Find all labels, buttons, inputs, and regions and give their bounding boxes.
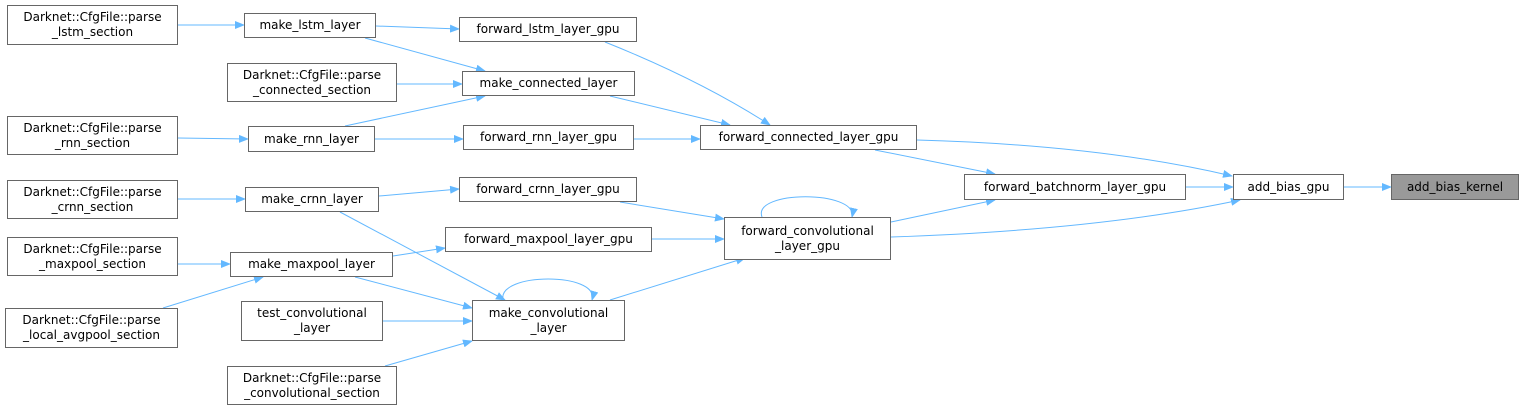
node-label-line: make_rnn_layer	[264, 131, 359, 146]
call-edge	[177, 134, 249, 143]
node-forward-rnn[interactable]: forward_rnn_layer_gpu	[463, 125, 634, 150]
call-edge	[354, 276, 473, 310]
call-edge	[339, 211, 506, 301]
node-label-line: Darknet::CfgFile::parse	[23, 184, 162, 199]
node-label-line: _lstm_section	[51, 25, 134, 39]
node-label-line: make_maxpool_layer	[248, 257, 375, 271]
call-edge	[375, 24, 460, 33]
call-edge	[344, 93, 486, 127]
call-edge	[916, 139, 1233, 178]
node-label-line: forward_crnn_layer_gpu	[476, 182, 620, 196]
node-label-line: _maxpool_section	[39, 256, 146, 271]
node-make-maxpool[interactable]: make_maxpool_layer	[230, 252, 393, 277]
call-edge	[761, 196, 858, 218]
call-edge	[619, 201, 725, 222]
call-edge	[384, 339, 473, 367]
node-forward-maxpool[interactable]: forward_maxpool_layer_gpu	[445, 227, 652, 252]
node-add-bias-gpu[interactable]: add_bias_gpu	[1233, 174, 1344, 200]
node-label-line: forward_lstm_layer_gpu	[476, 22, 620, 36]
node-label-line: _connected_section	[252, 82, 372, 97]
node-label-line: add_bias_gpu	[1247, 179, 1330, 194]
node-label-line: _layer_gpu	[775, 238, 840, 253]
call-edge	[609, 256, 746, 301]
node-parse-conv[interactable]: Darknet::CfgFile::parse_convolutional_se…	[227, 366, 397, 405]
node-label-line: forward_batchnorm_layer_gpu	[983, 179, 1167, 194]
call-edge	[502, 278, 599, 301]
node-parse-maxpool[interactable]: Darknet::CfgFile::parse_maxpool_section	[7, 237, 178, 276]
node-forward-crnn[interactable]: forward_crnn_layer_gpu	[459, 177, 637, 202]
node-label-line: _local_avgpool_section	[23, 328, 160, 342]
call-edge	[609, 95, 731, 127]
call-edge	[162, 275, 264, 309]
node-label-line: add_bias_kernel	[1406, 179, 1504, 194]
node-label-line: _rnn_section	[54, 135, 131, 150]
node-parse-connected[interactable]: Darknet::CfgFile::parse_connected_sectio…	[227, 63, 397, 102]
node-forward-batchnorm[interactable]: forward_batchnorm_layer_gpu	[964, 174, 1186, 200]
node-label-line: test_convolutional	[257, 306, 367, 320]
node-forward-connected[interactable]: forward_connected_layer_gpu	[700, 125, 917, 150]
call-edge	[604, 41, 771, 126]
node-parse-crnn[interactable]: Darknet::CfgFile::parse_crnn_section	[7, 180, 178, 219]
node-parse-lstm[interactable]: Darknet::CfgFile::parse_lstm_section	[7, 5, 178, 45]
call-edge	[392, 245, 446, 257]
node-label-line: make_crnn_layer	[261, 192, 363, 206]
node-label-line: make_convolutional	[488, 305, 609, 320]
node-make-rnn[interactable]: make_rnn_layer	[248, 126, 375, 152]
node-label-line: forward_connected_layer_gpu	[718, 130, 899, 144]
node-add-bias-kernel: add_bias_kernel	[1391, 174, 1519, 200]
node-label-line: forward_rnn_layer_gpu	[480, 130, 617, 144]
node-label-line: Darknet::CfgFile::parse	[23, 120, 162, 135]
call-edge	[890, 197, 1241, 238]
node-parse-rnn[interactable]: Darknet::CfgFile::parse_rnn_section	[7, 116, 178, 155]
node-label-line: Darknet::CfgFile::parse	[23, 10, 162, 24]
call-edge	[874, 149, 996, 177]
call-edge	[890, 197, 996, 223]
node-make-crnn[interactable]: make_crnn_layer	[245, 187, 379, 212]
node-label-line: _layer	[530, 320, 567, 335]
node-label-line: _layer	[293, 321, 331, 335]
node-label-line: make_connected_layer	[479, 76, 618, 90]
node-label-line: forward_convolutional	[741, 223, 874, 238]
node-label-line: Darknet::CfgFile::parse	[242, 67, 382, 82]
node-label-line: Darknet::CfgFile::parse	[22, 313, 161, 327]
node-label-line: _crnn_section	[51, 199, 134, 214]
node-parse-local-avgpool[interactable]: Darknet::CfgFile::parse_local_avgpool_se…	[5, 308, 178, 348]
node-label-line: Darknet::CfgFile::parse	[23, 241, 162, 256]
node-make-connected[interactable]: make_connected_layer	[462, 71, 635, 96]
node-test-conv[interactable]: test_convolutional_layer	[241, 301, 383, 341]
call-edge	[378, 185, 460, 197]
node-label-line: Darknet::CfgFile::parse	[242, 370, 382, 385]
node-label-line: forward_maxpool_layer_gpu	[464, 232, 633, 246]
call-edge	[364, 37, 486, 73]
node-make-lstm[interactable]: make_lstm_layer	[244, 13, 376, 38]
node-make-conv[interactable]: make_convolutional_layer	[472, 300, 625, 341]
node-label-line: _convolutional_section	[244, 385, 380, 400]
node-label-line: make_lstm_layer	[259, 18, 361, 32]
node-forward-lstm[interactable]: forward_lstm_layer_gpu	[459, 17, 637, 42]
node-forward-conv[interactable]: forward_convolutional_layer_gpu	[724, 217, 891, 260]
